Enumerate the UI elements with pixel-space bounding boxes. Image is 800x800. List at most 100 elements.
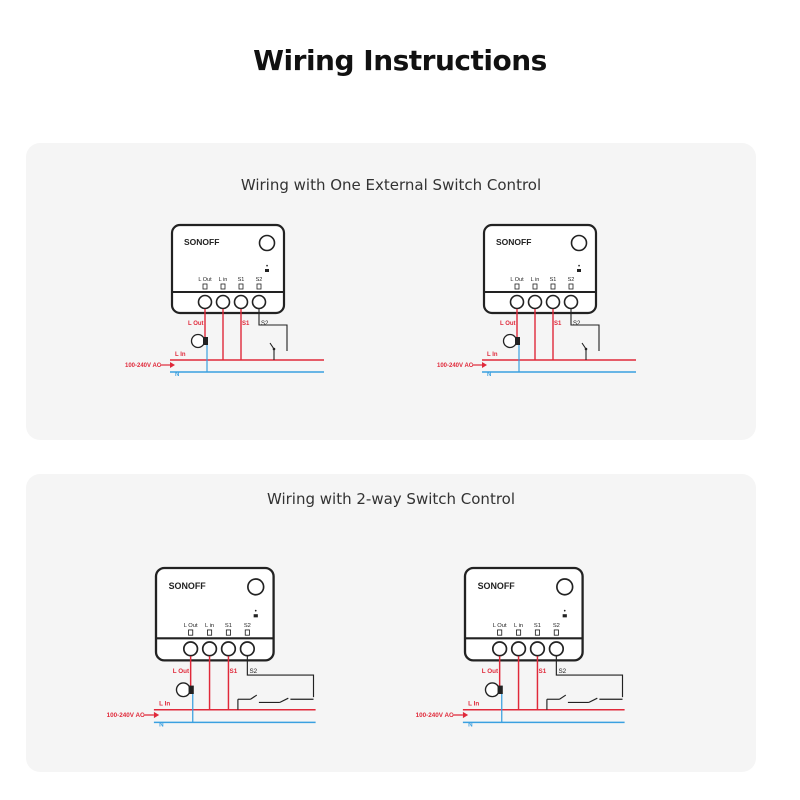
switch-lever-icon [581,342,587,350]
terminal-label: L in [205,623,214,629]
terminal-screw [510,641,527,657]
voltage-label: 100-240V AC [437,363,474,369]
l-out-label: L Out [500,321,516,327]
lamp-icon [502,333,518,349]
terminal-label: S1 [550,277,557,283]
wire-s2-label: S2 [558,668,566,675]
l-in-label: L In [487,352,498,358]
terminal-screw [239,641,256,657]
s2-wire [570,309,600,351]
terminal-screw [509,294,525,310]
terminal-label: L in [514,623,523,629]
wifi-led-icon: • [578,264,580,270]
terminal-label: S2 [244,623,251,629]
terminal-label: S1 [238,277,245,283]
lamp-base [188,685,194,694]
supply-arrow-head [482,362,487,368]
section-title: Wiring with 2-way Switch Control [266,490,516,508]
section-one-external-switch: Wiring with One External Switch Control [26,143,756,440]
neutral-label: N [159,722,164,729]
brand-logo: SONOFF [496,237,531,247]
wire-s2-label: S2 [249,668,257,675]
terminal-label: L Out [510,277,524,283]
terminal-symbol-icon [188,629,194,636]
two-way-switch-icon [250,694,258,700]
lamp-icon [175,682,191,698]
terminal-screw [563,294,579,310]
device-button [247,578,265,596]
terminal-symbol-icon [238,283,244,290]
two-way-switch-icon [559,694,567,700]
terminal-label: L in [531,277,540,283]
lamp-base [497,685,503,694]
l-in-label: L In [468,701,479,708]
wire-s1-label: S1 [242,321,250,327]
page-title: Wiring Instructions [253,44,547,77]
wire-s1-label: S1 [554,321,562,327]
terminal-screw [215,294,231,310]
terminal-screw [251,294,267,310]
two-way-switch-icon [588,697,598,703]
lamp-base [203,337,208,345]
device-button [556,578,574,596]
wifi-led-icon: • [564,608,566,615]
s2-wire [555,656,624,698]
lamp-icon [484,682,500,698]
neutral-label: N [175,372,179,378]
brand-logo: SONOFF [478,581,516,591]
voltage-label: 100-240V AC [416,712,454,719]
switch-lever-icon [269,342,275,350]
device-button [570,234,588,252]
terminal-screw [220,641,237,657]
led-indicator [562,614,567,618]
terminal-label: S2 [553,623,560,629]
wifi-led-icon: • [255,608,257,615]
voltage-label: 100-240V AC [125,363,162,369]
terminal-symbol-icon [202,283,208,290]
terminal-screw [548,641,565,657]
terminal-symbol-icon [550,283,556,290]
device-button [258,234,276,252]
two-way-switch-icon [279,697,289,703]
terminal-symbol-icon [553,629,559,636]
terminal-symbol-icon [220,283,226,290]
terminal-symbol-icon [514,283,520,290]
l-out-label: L Out [482,668,499,675]
s2-wire [246,656,315,698]
terminal-screw [182,641,199,657]
wire-s1-label: S1 [230,668,238,675]
terminal-label: L in [219,277,228,283]
l-out-label: L Out [173,668,190,675]
terminal-label: S1 [534,623,541,629]
supply-arrow-head [153,711,160,719]
terminal-symbol-icon [256,283,262,290]
terminal-label: S2 [256,277,263,283]
terminal-label: L Out [493,623,507,629]
terminal-symbol-icon [497,629,503,636]
wifi-led-icon: • [266,264,268,270]
section-title: Wiring with One External Switch Control [240,176,542,194]
terminal-screw [529,641,546,657]
lamp-icon [190,333,206,349]
s2-wire [258,309,288,351]
terminal-screw [233,294,249,310]
brand-logo: SONOFF [169,581,207,591]
led-indicator [577,269,581,272]
terminal-screw [545,294,561,310]
terminal-label: S1 [225,623,232,629]
terminal-symbol-icon [568,283,574,290]
lamp-base [515,337,520,345]
brand-logo: SONOFF [184,237,219,247]
terminal-label: S2 [568,277,575,283]
terminal-symbol-icon [534,629,540,636]
terminal-symbol-icon [532,283,538,290]
section-two-way-switch: Wiring with 2-way Switch Control [26,474,756,772]
led-indicator [253,614,258,618]
supply-arrow-head [170,362,175,368]
terminal-symbol-icon [207,629,213,636]
